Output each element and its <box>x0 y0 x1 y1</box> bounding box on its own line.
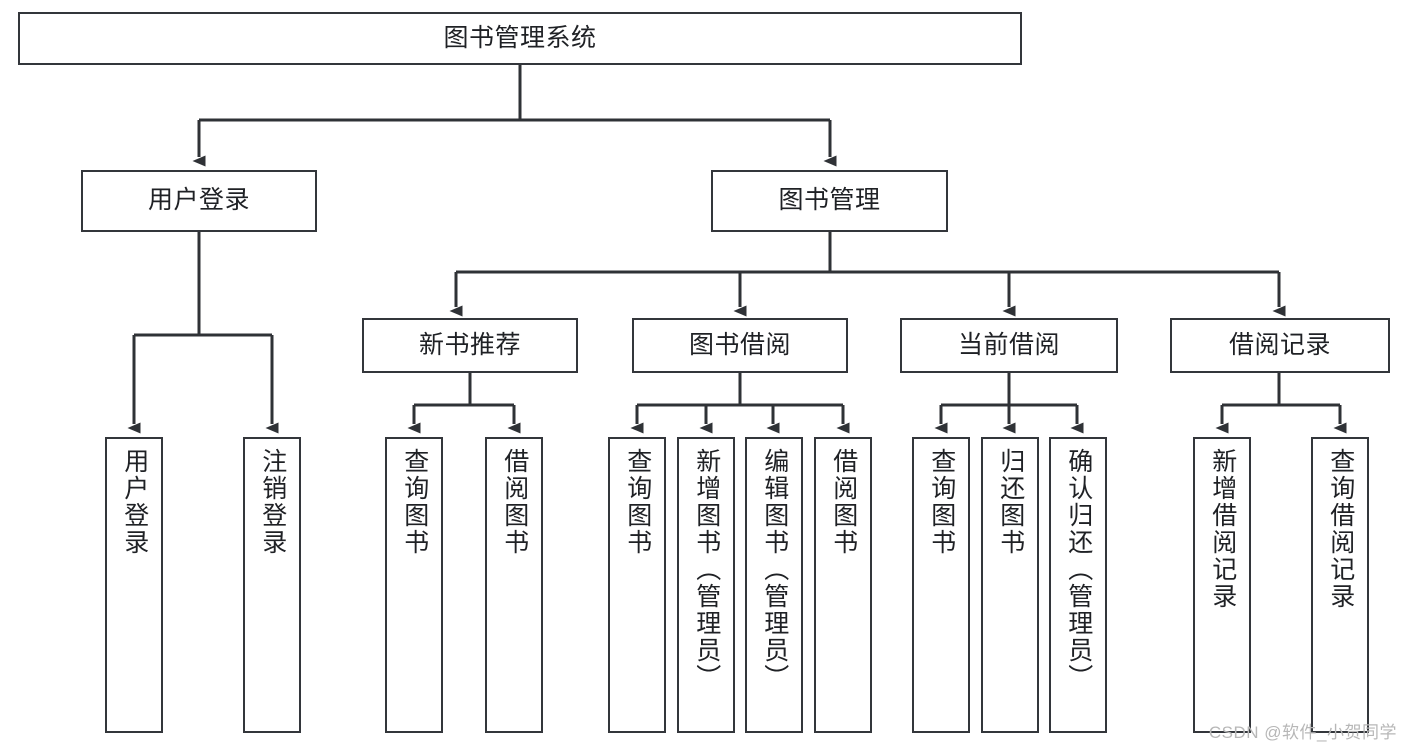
leaf-book-borrow-edit-book-admin[interactable]: 编辑图书（管理员） <box>745 437 803 733</box>
leaf-book-borrow-borrow-book[interactable]: 借阅图书 <box>814 437 872 733</box>
node-label: 借阅记录 <box>1228 330 1331 359</box>
node-label: 借阅图书 <box>829 448 858 556</box>
node-book-borrow[interactable]: 图书借阅 <box>632 318 848 373</box>
node-book-management[interactable]: 图书管理 <box>711 170 948 232</box>
node-label: 图书管理系统 <box>443 23 597 52</box>
node-label: 查询图书 <box>623 448 652 556</box>
leaf-new-book-borrow-book[interactable]: 借阅图书 <box>485 437 543 733</box>
node-current-borrow[interactable]: 当前借阅 <box>900 318 1118 373</box>
leaf-book-borrow-query-book[interactable]: 查询图书 <box>608 437 666 733</box>
node-new-book-recommend[interactable]: 新书推荐 <box>362 318 578 373</box>
node-label: 查询图书 <box>927 448 956 556</box>
leaf-user-login-logout[interactable]: 注销登录 <box>243 437 301 733</box>
leaf-current-borrow-return-book[interactable]: 归还图书 <box>981 437 1039 733</box>
leaf-borrow-record-add-record[interactable]: 新增借阅记录 <box>1193 437 1251 733</box>
node-label: 图书借阅 <box>688 330 791 359</box>
leaf-current-borrow-confirm-return-admin[interactable]: 确认归还（管理员） <box>1049 437 1107 733</box>
node-label: 新增图书（管理员） <box>692 448 721 691</box>
node-label: 编辑图书（管理员） <box>760 448 789 691</box>
node-label: 确认归还（管理员） <box>1064 448 1093 691</box>
node-label: 图书管理 <box>778 186 881 215</box>
node-label: 新增借阅记录 <box>1208 448 1237 610</box>
node-label: 当前借阅 <box>957 330 1060 359</box>
node-label: 借阅图书 <box>500 448 529 556</box>
node-label: 新书推荐 <box>418 330 521 359</box>
leaf-borrow-record-query-record[interactable]: 查询借阅记录 <box>1311 437 1369 733</box>
node-root-book-management-system[interactable]: 图书管理系统 <box>18 12 1022 65</box>
leaf-book-borrow-add-book-admin[interactable]: 新增图书（管理员） <box>677 437 735 733</box>
node-label: 归还图书 <box>996 448 1025 556</box>
node-label: 查询图书 <box>400 448 429 556</box>
leaf-user-login-login[interactable]: 用户登录 <box>105 437 163 733</box>
node-label: 用户登录 <box>120 448 149 556</box>
csdn-watermark: CSDN @软件_小贺同学 <box>1208 723 1397 742</box>
node-user-login[interactable]: 用户登录 <box>81 170 317 232</box>
node-label: 用户登录 <box>147 186 250 215</box>
node-label: 注销登录 <box>258 448 287 556</box>
node-label: 查询借阅记录 <box>1326 448 1355 610</box>
leaf-new-book-query-book[interactable]: 查询图书 <box>385 437 443 733</box>
leaf-current-borrow-query-book[interactable]: 查询图书 <box>912 437 970 733</box>
node-borrow-record[interactable]: 借阅记录 <box>1170 318 1390 373</box>
